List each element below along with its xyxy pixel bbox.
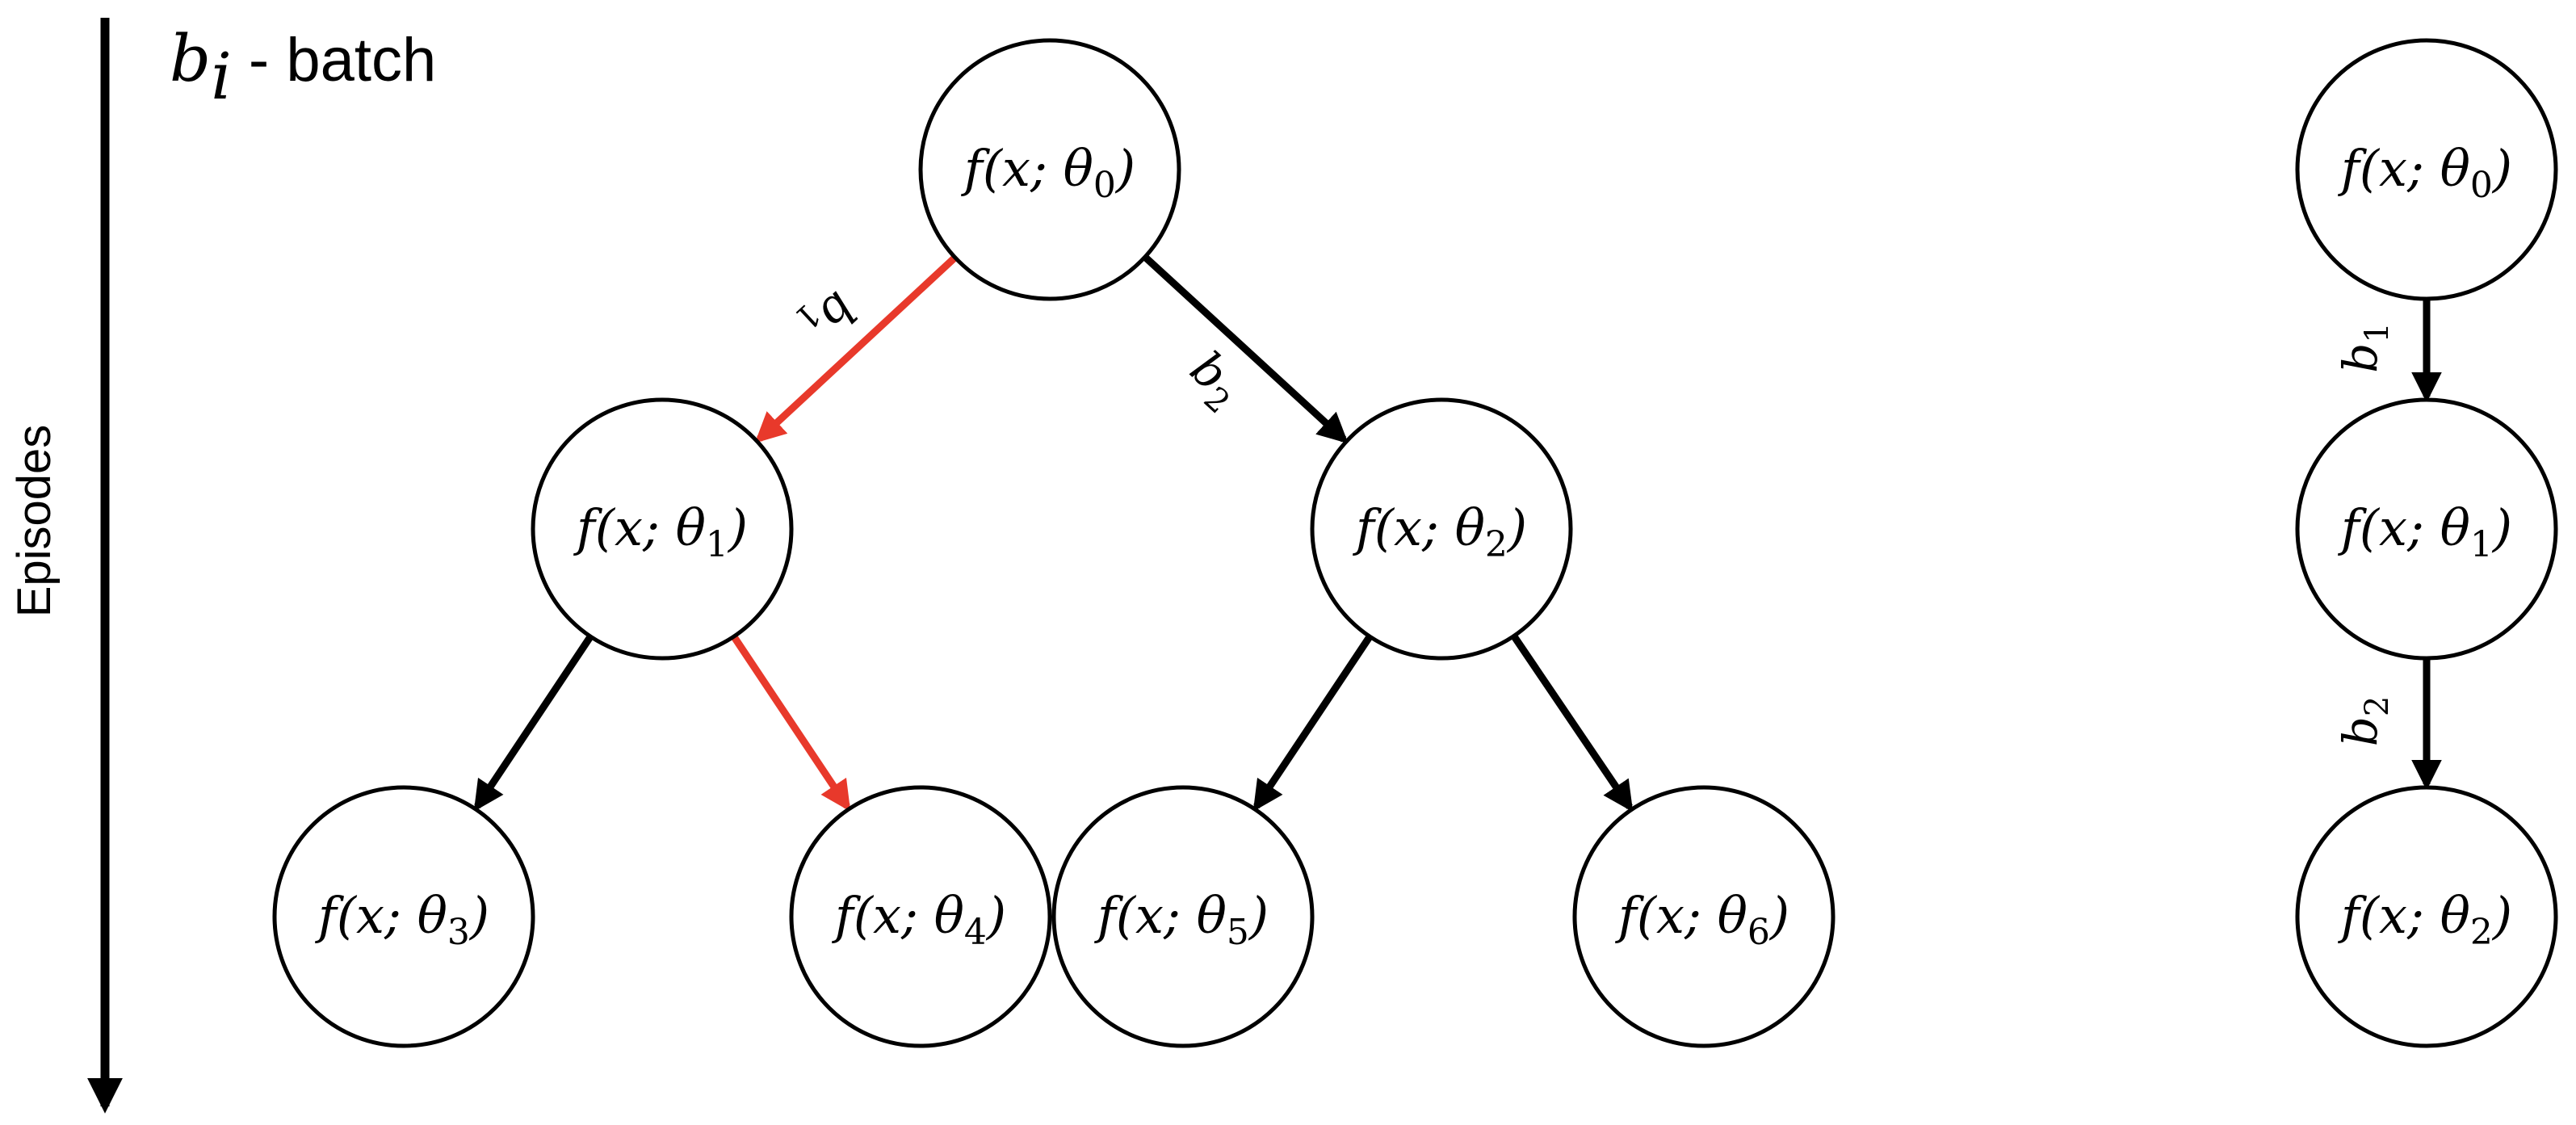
nodes-layer: f(x; θ0) f(x; θ1) f(x; θ2) f(x; θ3) f(x; θ4)… — [272, 38, 2558, 1048]
batch-legend-text: - batch — [232, 26, 436, 94]
tree-node-t5: f(x; θ5) — [1051, 785, 1315, 1048]
node-circle — [1051, 785, 1315, 1048]
node-label: f(x; θ1) — [573, 498, 748, 565]
chain-edge-label-c1-c2: b2 — [2333, 696, 2396, 747]
node-circle — [1310, 397, 1573, 661]
tree-edge-t0-t1-highlighted — [754, 254, 958, 443]
node-circle — [1572, 785, 1836, 1048]
batch-legend: bi - batch — [170, 21, 436, 114]
node-label: f(x; θ1) — [2338, 498, 2512, 565]
node-circle — [531, 397, 794, 661]
tree-node-t4: f(x; θ4) — [789, 785, 1052, 1048]
tree-node-t3: f(x; θ3) — [272, 785, 535, 1048]
tree-edge-label-t0-t1: b1 — [787, 275, 867, 356]
tree-edge-t0-t2 — [1142, 254, 1349, 444]
episodes-axis-label: Episodes — [8, 425, 61, 618]
tree-edge-label-t0-t2: b2 — [1174, 341, 1254, 422]
node-label: f(x; θ0) — [961, 139, 1135, 206]
node-label: f(x; θ3) — [315, 886, 489, 953]
node-label: f(x; θ4) — [832, 886, 1006, 953]
node-circle — [2295, 397, 2558, 661]
tree-node-t0: f(x; θ0) — [918, 38, 1181, 301]
chain-node-c0: f(x; θ0) — [2295, 38, 2558, 301]
node-circle — [789, 785, 1052, 1048]
node-label: f(x; θ6) — [1615, 886, 1789, 953]
node-label: f(x; θ2) — [2338, 886, 2512, 953]
tree-node-t6: f(x; θ6) — [1572, 785, 1836, 1048]
tree-edge-t2-t5 — [1252, 634, 1373, 812]
node-circle — [272, 785, 535, 1048]
batch-legend-subscript: i — [211, 39, 232, 114]
node-circle — [918, 38, 1181, 301]
node-circle — [2295, 38, 2558, 301]
node-label: f(x; θ2) — [1353, 498, 1527, 565]
tree-edge-t1-t4-highlighted — [731, 634, 851, 812]
tree-edge-t1-t3 — [473, 634, 594, 812]
chain-node-c2: f(x; θ2) — [2295, 785, 2558, 1048]
chain-node-c1: f(x; θ1) — [2295, 397, 2558, 661]
chain-edge-label-c0-c1: b1 — [2333, 322, 2396, 373]
node-label: f(x; θ0) — [2338, 139, 2512, 206]
tree-node-t1: f(x; θ1) — [531, 397, 794, 661]
batch-legend-symbol: b — [170, 21, 211, 96]
tree-node-t2: f(x; θ2) — [1310, 397, 1573, 661]
tree-edge-t2-t6 — [1510, 633, 1634, 812]
node-label: f(x; θ5) — [1094, 886, 1269, 953]
node-circle — [2295, 785, 2558, 1048]
